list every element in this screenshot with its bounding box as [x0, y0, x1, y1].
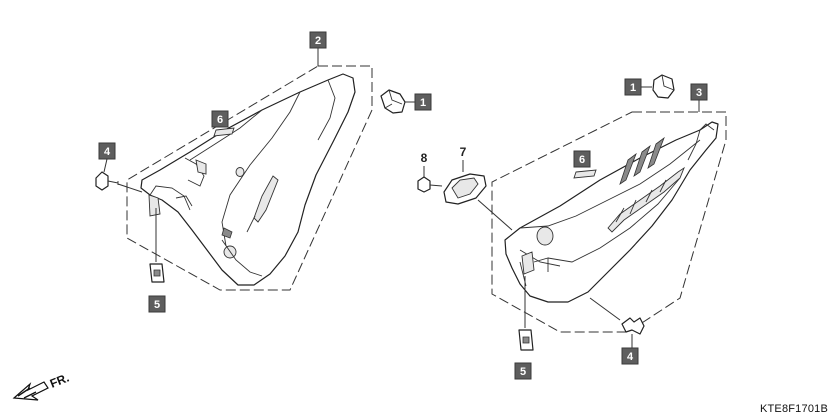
callout-5-right-label: 5: [520, 366, 526, 378]
screw-8: [417, 176, 431, 193]
callout-4-left-label: 4: [104, 146, 111, 158]
grommet-right: [652, 74, 675, 99]
left-side-cover: [140, 73, 356, 286]
right-assembly-outline: [491, 111, 727, 333]
callout-5-right: [514, 362, 532, 380]
callout-5-left-label: 5: [154, 299, 160, 311]
callout-4-right-label: 4: [627, 351, 634, 363]
left-assembly-outline: [126, 65, 373, 291]
callout-6-right: [573, 150, 591, 168]
callout-4-right: [621, 347, 639, 365]
right-cover-emblem-hole: [536, 226, 554, 246]
callout-1-left-label: 1: [420, 97, 426, 109]
callout-6-left-label: 6: [217, 114, 223, 126]
callout-5-left: [148, 295, 166, 313]
grommet-left: [380, 89, 406, 114]
tag-left: [213, 127, 235, 137]
callout-6-left: [211, 110, 229, 128]
callout-1-right-label: 1: [630, 82, 636, 94]
front-direction-indicator: FR.: [12, 371, 71, 401]
bolt-right: [621, 317, 645, 335]
bolt-left: [95, 171, 109, 191]
front-direction-label: FR.: [48, 371, 71, 391]
callout-3-label: 3: [696, 87, 702, 99]
callout-1-left: [414, 93, 432, 111]
callout-2-label: 2: [315, 35, 321, 47]
callout-6-right-label: 6: [579, 154, 585, 166]
right-cover-logo: [607, 166, 685, 233]
callout-2: [309, 31, 327, 49]
left-cover-grommet-hole: [235, 167, 245, 177]
callout-8-label: 8: [421, 151, 428, 165]
left-side-cover-group: 1 2 6 4 5: [95, 31, 432, 313]
diagram-code: KTE8F1701B: [759, 403, 828, 415]
left-cover-vent: [253, 175, 279, 223]
callout-7-label: 7: [460, 145, 467, 159]
tag-right: [573, 169, 597, 179]
right-side-cover: [504, 121, 719, 303]
right-side-cover-group: 1 3 6 8 7 4 5: [417, 74, 727, 380]
front-arrow-icon: [12, 381, 49, 401]
